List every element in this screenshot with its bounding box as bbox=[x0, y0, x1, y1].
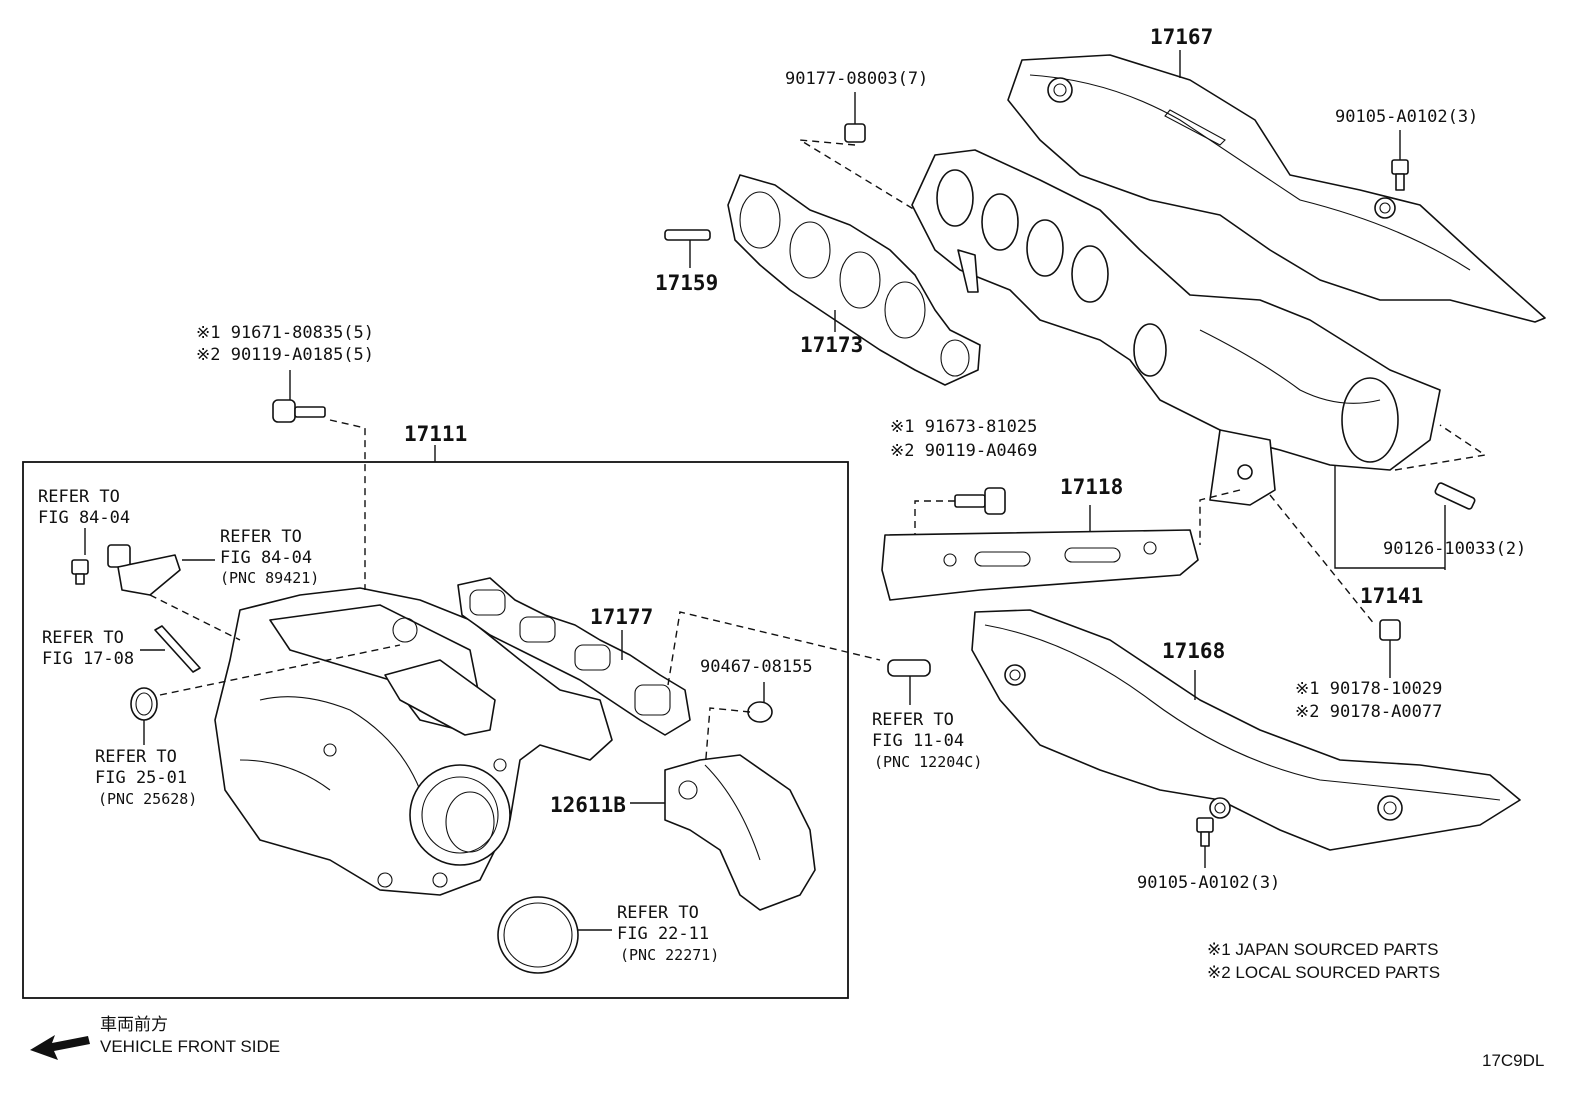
bolt-90105-lower bbox=[1196, 817, 1214, 868]
exhaust-gasket-17173 bbox=[727, 174, 981, 386]
label-90105-upper: 90105-A0102(3) bbox=[1335, 107, 1478, 127]
manifold-stay-17118 bbox=[881, 505, 1199, 601]
ref-fig-8404-b-l1: REFER TO bbox=[220, 527, 302, 547]
ref-fig-2501-l2: FIG 25-01 bbox=[95, 768, 187, 788]
clamp-ring-25628 bbox=[130, 644, 401, 745]
sensor-assembly bbox=[71, 528, 241, 641]
ref-fig-2211-l1: REFER TO bbox=[617, 903, 699, 923]
label-90119-a0185: ※2 90119-A0185(5) bbox=[196, 345, 374, 365]
label-17159: 17159 bbox=[655, 271, 718, 295]
label-90119-a0469: ※2 90119-A0469 bbox=[890, 441, 1037, 461]
ref-fig-2501-l1: REFER TO bbox=[95, 747, 177, 767]
hose-ref-1708 bbox=[140, 625, 201, 673]
label-90178-10029: ※1 90178-10029 bbox=[1295, 679, 1442, 699]
ref-fig-2211-l2: FIG 22-11 bbox=[617, 924, 709, 944]
ref-fig-1708-l2: FIG 17-08 bbox=[42, 649, 134, 669]
ref-fig-1708-l1: REFER TO bbox=[42, 628, 124, 648]
note-japan-sourced: ※1 JAPAN SOURCED PARTS bbox=[1207, 940, 1439, 959]
front-side-en: VEHICLE FRONT SIDE bbox=[100, 1037, 280, 1056]
label-91673: ※1 91673-81025 bbox=[890, 417, 1037, 437]
plug-90467 bbox=[704, 682, 773, 771]
ref-fig-1104-pnc: (PNC 12204C) bbox=[874, 753, 982, 771]
insulator-12611b bbox=[630, 754, 816, 911]
label-90177: 90177-08003(7) bbox=[785, 69, 928, 89]
stud-17159 bbox=[664, 229, 711, 268]
exhaust-manifold-17141 bbox=[911, 149, 1441, 506]
diagram-code: 17C9DL bbox=[1482, 1051, 1544, 1070]
label-17118: 17118 bbox=[1060, 475, 1123, 499]
label-17168: 17168 bbox=[1162, 639, 1225, 663]
label-17173: 17173 bbox=[800, 333, 863, 357]
label-12611b: 12611B bbox=[550, 793, 626, 817]
ref-fig-2501-pnc: (PNC 25628) bbox=[98, 790, 197, 808]
sensor-12204c bbox=[887, 659, 931, 705]
label-90467: 90467-08155 bbox=[700, 657, 813, 677]
nut-90178 bbox=[1199, 489, 1401, 678]
intake-gasket-17177 bbox=[457, 577, 881, 736]
label-90178-a0077: ※2 90178-A0077 bbox=[1295, 702, 1442, 722]
gasket-ring-22271 bbox=[497, 896, 612, 974]
heat-insulator-lower-17168 bbox=[971, 609, 1521, 851]
nut-90177 bbox=[799, 92, 916, 211]
bolt-91671 bbox=[272, 370, 366, 590]
label-90105-lower: 90105-A0102(3) bbox=[1137, 873, 1280, 893]
front-direction-arrow-icon bbox=[30, 1035, 90, 1060]
bolt-91673 bbox=[914, 487, 1006, 535]
ref-fig-8404-a-l1: REFER TO bbox=[38, 487, 120, 507]
intake-manifold-17111 bbox=[214, 587, 613, 896]
note-local-sourced: ※2 LOCAL SOURCED PARTS bbox=[1207, 963, 1440, 982]
label-91671: ※1 91671-80835(5) bbox=[196, 323, 374, 343]
ref-fig-2211-pnc: (PNC 22271) bbox=[620, 946, 719, 964]
ref-fig-1104-l1: REFER TO bbox=[872, 710, 954, 730]
label-17111: 17111 bbox=[404, 422, 467, 446]
label-17167: 17167 bbox=[1150, 25, 1213, 49]
ref-fig-8404-b-l2: FIG 84-04 bbox=[220, 548, 312, 568]
label-90126: 90126-10033(2) bbox=[1383, 539, 1526, 559]
front-side-jp: 車両前方 bbox=[100, 1015, 168, 1034]
ref-fig-8404-a-l2: FIG 84-04 bbox=[38, 508, 130, 528]
label-17177: 17177 bbox=[590, 605, 653, 629]
ref-fig-8404-b-pnc: (PNC 89421) bbox=[220, 569, 319, 587]
heat-insulator-upper-17167 bbox=[1007, 54, 1546, 323]
stud-90126 bbox=[1334, 424, 1487, 570]
label-17141: 17141 bbox=[1360, 584, 1423, 608]
ref-fig-1104-l2: FIG 11-04 bbox=[872, 731, 964, 751]
bolt-90105-upper bbox=[1391, 130, 1409, 191]
